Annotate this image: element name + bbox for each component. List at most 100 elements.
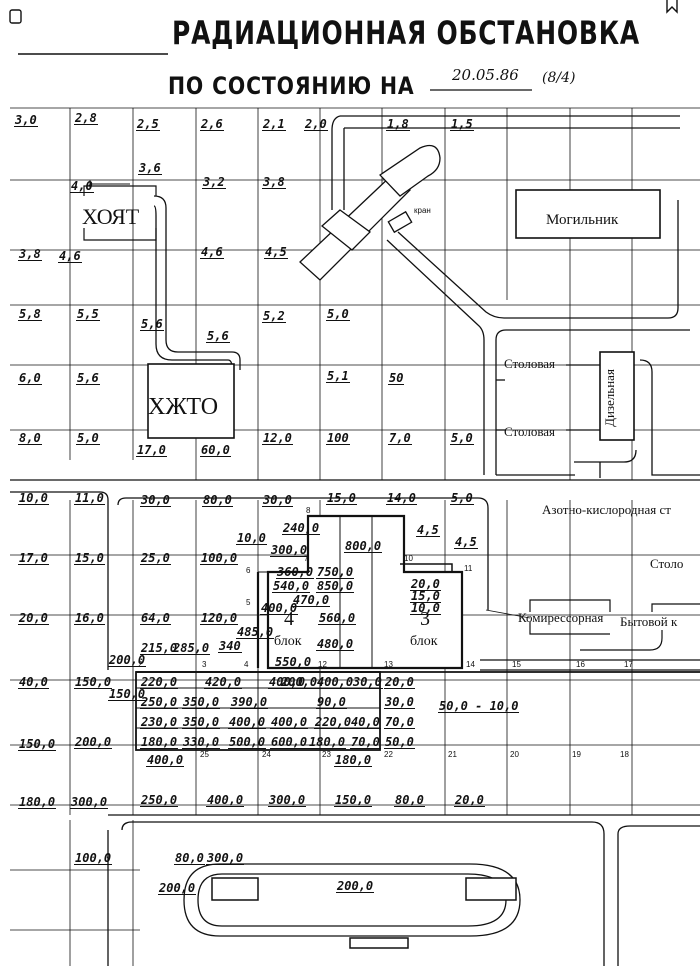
label-dizelnaya: Дизельная	[601, 369, 617, 427]
map-time: (8/4)	[542, 70, 576, 86]
dose-reading: 3,6	[138, 161, 162, 175]
dose-reading: 1,8	[386, 117, 410, 131]
grid-node-number: 22	[384, 750, 393, 759]
dose-reading: 17,0	[18, 551, 49, 565]
map-title: РАДИАЦИОННАЯ ОБСТАНОВКА	[172, 14, 641, 52]
dose-reading: 200,0	[280, 675, 319, 689]
grid-node-number: 11	[464, 564, 473, 573]
grid-node-number: 17	[624, 660, 633, 669]
dose-reading: 300,0	[70, 795, 109, 809]
label-block3-num: 3	[420, 608, 430, 630]
dose-reading: 50,0	[384, 735, 415, 749]
label-block3-word: блок	[410, 634, 438, 649]
dose-reading: 200,0	[74, 735, 113, 749]
dose-reading: 15,0	[410, 589, 441, 603]
dose-reading: 300,0	[268, 793, 307, 807]
dose-reading: 2,0	[304, 117, 328, 131]
dose-reading: 150,0	[334, 793, 373, 807]
dose-reading: 850,0	[316, 579, 355, 593]
bookmark-icon[interactable]	[664, 0, 680, 14]
dose-reading: 40,0	[18, 675, 49, 689]
label-stolo-right: Столо	[650, 556, 684, 571]
dose-reading: 50,0 - 10,0	[438, 699, 520, 713]
dose-reading: 30,0	[262, 493, 293, 507]
dose-reading: 70,0	[350, 735, 381, 749]
dose-reading: 5,5	[76, 307, 100, 321]
dose-reading: 330,0	[182, 735, 221, 749]
dose-reading: 4,5	[264, 245, 288, 259]
dose-reading: 470,0	[292, 593, 331, 607]
dose-reading: 150,0	[18, 737, 57, 751]
dose-reading: 250,0	[140, 695, 179, 709]
dose-reading: 4,6	[58, 249, 82, 263]
dose-reading: 100,0	[74, 851, 113, 865]
dose-reading: 20,0	[454, 793, 485, 807]
dose-reading: 5,6	[140, 317, 164, 331]
dose-reading: 750,0	[316, 565, 355, 579]
dose-reading: 3,2	[202, 175, 226, 189]
dose-reading: 200,0	[158, 881, 197, 895]
dose-reading: 560,0	[318, 611, 357, 625]
dose-reading: 2,8	[74, 111, 98, 125]
dose-reading: 100,0	[200, 551, 239, 565]
grid-node-number: 3	[202, 660, 207, 669]
dose-reading: 400,0	[270, 715, 309, 729]
dose-reading: 150,0	[74, 675, 113, 689]
label-hoyat: ХОЯТ	[82, 204, 140, 229]
dose-reading: 180,0	[334, 753, 373, 767]
grid-node-number: 4	[244, 660, 249, 669]
dose-reading: 230,0	[140, 715, 179, 729]
label-kran: кран	[414, 206, 431, 215]
dose-reading: 15,0	[74, 551, 105, 565]
dose-reading: 250,0	[140, 793, 179, 807]
dose-reading: 4,6	[200, 245, 224, 259]
label-azot: Азотно-кислородная ст	[542, 502, 671, 517]
dose-reading: 350,0	[182, 695, 221, 709]
dose-reading: 5,0	[450, 431, 474, 445]
crop-icon[interactable]	[8, 8, 24, 26]
dose-reading: 540,0	[272, 579, 311, 593]
dose-reading: 10,0	[410, 601, 441, 615]
label-mogilnik: Могильник	[546, 212, 619, 228]
dose-reading: 12,0	[262, 431, 293, 445]
dose-reading: 215,0	[140, 641, 179, 655]
dose-reading: 80,0	[202, 493, 233, 507]
grid-node-number: 6	[246, 566, 251, 575]
dose-reading: 300,0	[206, 851, 245, 865]
grid-node-number: 7	[304, 554, 309, 563]
dose-reading: 360,0	[276, 565, 315, 579]
grid-node-number: 12	[318, 660, 327, 669]
grid-node-number: 18	[620, 750, 629, 759]
dose-reading: 3,8	[262, 175, 286, 189]
grid-node-number: 23	[322, 750, 331, 759]
dose-reading: 180,0	[140, 735, 179, 749]
dose-reading: 400,0	[316, 675, 355, 689]
dose-reading: 5,0	[326, 307, 350, 321]
dose-reading: 50	[388, 371, 405, 385]
dose-reading: 200,0	[108, 653, 147, 667]
dose-reading: 5,0	[450, 491, 474, 505]
dose-reading: 30,0	[140, 493, 171, 507]
dose-reading: 800,0	[344, 539, 383, 553]
dose-reading: 70,0	[384, 715, 415, 729]
dose-reading: 6,0	[18, 371, 42, 385]
dose-reading: 8,0	[18, 431, 42, 445]
dose-reading: 5,6	[206, 329, 230, 343]
dose-reading: 180,0	[18, 795, 57, 809]
label-stolovaya-2: Столовая	[504, 424, 556, 439]
dose-reading: 400,0	[146, 753, 185, 767]
dose-reading: 180,0	[308, 735, 347, 749]
dose-reading: 20,0	[410, 577, 441, 591]
label-block4-word: блок	[274, 634, 302, 649]
grid-node-number: 21	[448, 750, 457, 759]
grid-node-number: 19	[572, 750, 581, 759]
label-block4-num: 4	[284, 608, 294, 630]
dose-reading: 60,0	[200, 443, 231, 457]
dose-reading: 3,8	[18, 247, 42, 261]
map-date: 20.05.86	[452, 66, 519, 84]
dose-reading: 2,1	[262, 117, 286, 131]
grid-node-number: 8	[306, 506, 311, 515]
dose-reading: 5,0	[76, 431, 100, 445]
dose-reading: 420,0	[204, 675, 243, 689]
